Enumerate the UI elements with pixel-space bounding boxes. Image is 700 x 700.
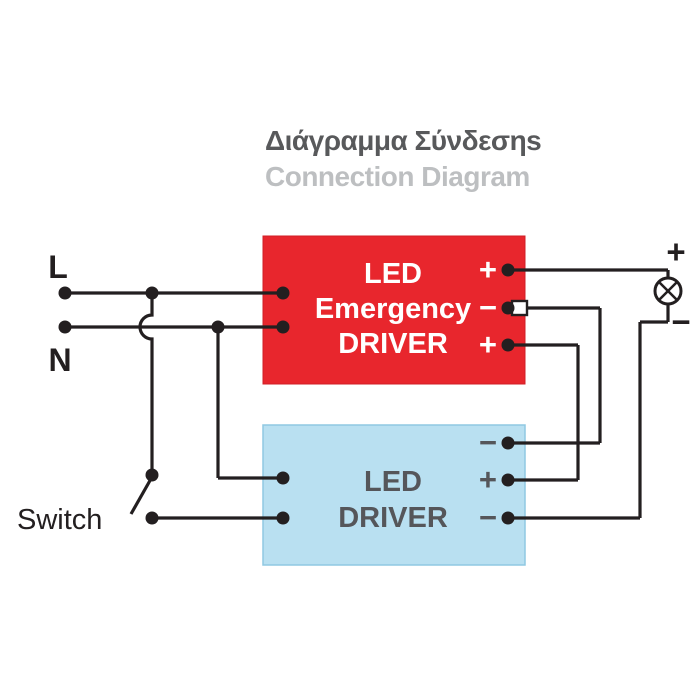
driver-terminal-minus-top: − [479,425,497,460]
lamp-minus-sign: − [671,303,690,340]
terminal-dot [501,301,515,315]
wires [65,268,670,520]
emergency-terminal-plus-in: + [479,327,497,362]
label-live: L [48,249,68,285]
emergency-driver-line3: DRIVER [338,328,448,360]
terminal-dot [276,511,290,525]
emergency-driver-box [262,235,526,385]
lamp-icon [653,276,683,306]
emergency-terminal-minus: − [479,290,497,325]
emergency-driver-line2: Emergency [315,293,471,325]
lamp-plus-sign: + [666,233,685,270]
dots [58,263,515,525]
switch-dot-bottom [145,511,159,525]
terminal-dot-live [58,286,72,300]
lamp-cross-line [658,281,678,301]
titles: Διάγραμμα Σύνδεσηs Connection Diagram [265,125,542,192]
terminal-dot-neutral [58,320,72,334]
led-driver-box [262,424,526,566]
label-neutral: N [48,342,71,378]
emergency-terminal-plus-out: + [479,252,497,287]
wire-switch-feed-with-hop [138,293,154,475]
led-driver-line1: LED [364,466,422,498]
switch-dot-top [145,468,159,482]
terminal-dot [501,473,515,487]
driver-terminal-minus-bottom: − [479,500,497,535]
terminal-dot [501,436,515,450]
terminal-dot [501,338,515,352]
switch-blade-icon [129,476,154,515]
led-driver-label: LED DRIVER − + − [338,425,497,535]
title-english: Connection Diagram [265,161,530,192]
terminal-dot [276,471,290,485]
junction-dot [211,320,225,334]
label-switch: Switch [17,504,102,536]
led-driver-line2: DRIVER [338,502,448,534]
terminal-dot [501,263,515,277]
driver-terminal-plus: + [479,462,497,497]
terminal-dot [276,286,290,300]
terminal-dot [501,511,515,525]
emergency-driver-line1: LED [364,258,422,290]
emergency-driver-label: LED Emergency DRIVER + − + [315,252,497,362]
junction-dot [145,286,159,300]
terminal-dot [276,320,290,334]
title-greek: Διάγραμμα Σύνδεσηs [265,125,541,156]
